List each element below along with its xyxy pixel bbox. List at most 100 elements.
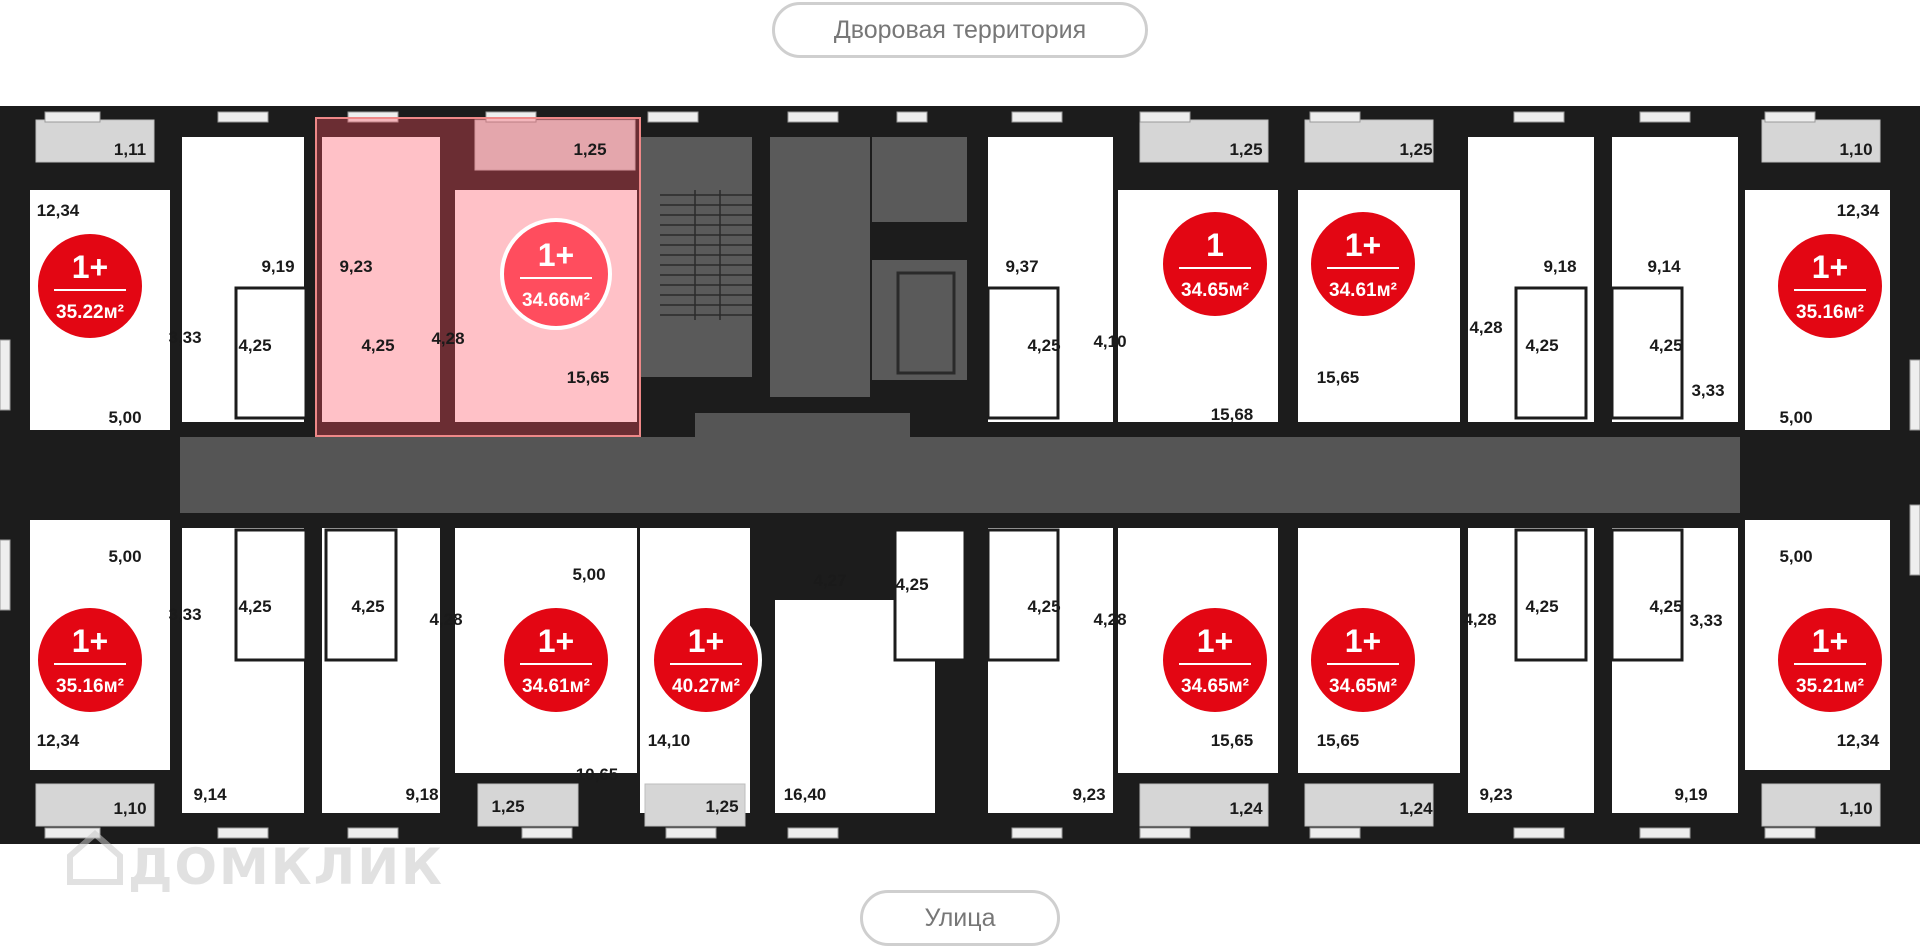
room-area-label: 5,00 (1779, 408, 1812, 427)
apartment-badge-top-4[interactable]: 1+ 34.61м² (1307, 208, 1419, 320)
badge-area: 34.65м² (1181, 280, 1249, 301)
room-area-label: 4,25 (1649, 336, 1682, 355)
badge-rooms: 1+ (538, 623, 574, 659)
room-area-label: 1,25 (1229, 140, 1262, 159)
room-area-label: 5,00 (572, 565, 605, 584)
room-area-label: 12,34 (37, 201, 80, 220)
room-area-label: 12,34 (1837, 201, 1880, 220)
badge-rooms: 1+ (72, 249, 108, 285)
room-area-label: 5,00 (108, 547, 141, 566)
room-area-label: 4,28 (1093, 610, 1126, 629)
room-area-label: 3,33 (168, 328, 201, 347)
badge-rooms: 1+ (1812, 623, 1848, 659)
room-area-label: 12,34 (1837, 731, 1880, 750)
room-area-label: 5,00 (108, 408, 141, 427)
badge-area: 35.22м² (56, 302, 124, 323)
room-area-label: 4,25 (238, 336, 271, 355)
apartment-badge-top-5[interactable]: 1+ 35.16м² (1774, 230, 1886, 342)
badge-area: 34.61м² (522, 676, 590, 697)
room-area-label: 3,33 (168, 605, 201, 624)
street-label-text: Улица (924, 903, 996, 932)
badge-circle (1307, 604, 1419, 716)
badge-circle (1774, 604, 1886, 716)
badge-rooms: 1+ (1345, 227, 1381, 263)
room-area-label: 1,10 (113, 799, 146, 818)
room-area-label: 15,68 (1211, 405, 1254, 424)
lobby (695, 413, 910, 453)
room-area-label: 15,65 (1211, 731, 1254, 750)
badge-area: 34.61м² (1329, 280, 1397, 301)
room-area-label: 4,25 (351, 597, 384, 616)
room-area-label: 1,25 (705, 797, 738, 816)
room-area-label: 9,37 (1005, 257, 1038, 276)
room-area-label: 1,25 (1399, 140, 1432, 159)
bathrooms (234, 286, 1684, 662)
apartment-badge-top-3[interactable]: 134.65м² (1159, 208, 1271, 320)
room-area-label: 9,18 (1543, 257, 1576, 276)
room-area-label: 9,18 (405, 785, 438, 804)
badge-circle (500, 218, 612, 330)
watermark-text: ДОМКЛИК (128, 838, 444, 896)
room-area-label: 9,19 (1674, 785, 1707, 804)
room-area-label: 1,24 (1229, 799, 1263, 818)
room-area-label: 4,28 (1469, 318, 1502, 337)
yard-label: Дворовая территория (772, 2, 1148, 58)
badge-area: 40.27м² (672, 676, 740, 697)
badge-rooms: 1+ (1197, 623, 1233, 659)
apartment-badge-bot-5[interactable]: 1+ 34.65м² (1307, 604, 1419, 716)
room-area-label: 16,40 (784, 785, 827, 804)
badge-rooms: 1+ (1812, 249, 1848, 285)
room-area-label: 9,14 (1647, 257, 1681, 276)
stair-core (640, 137, 967, 397)
apartment-badge-bot-4[interactable]: 1+ 34.65м² (1159, 604, 1271, 716)
room-area-label: 1,25 (573, 140, 606, 159)
apartment-badges: 1+ 35.22м² 1+ 34.66м² 134.65м² 1+ 34.61м² 1+ 35.… (34, 208, 1886, 716)
badge-area: 35.21м² (1796, 676, 1864, 697)
apartment-badge-bot-1[interactable]: 1+ 35.16м² (34, 604, 146, 716)
apartment-badge-bot-2[interactable]: 1+ 34.61м² (500, 604, 612, 716)
room-area-label: 15,65 (567, 368, 610, 387)
room-area-label: 4,28 (429, 610, 462, 629)
badge-rooms: 1+ (1345, 623, 1381, 659)
badge-area: 34.65м² (1181, 676, 1249, 697)
yard-label-text: Дворовая территория (833, 15, 1087, 44)
room-area-label: 9,14 (193, 785, 227, 804)
badge-circle (1774, 230, 1886, 342)
badge-area: 34.66м² (522, 290, 590, 311)
street-label: Улица (860, 890, 1060, 946)
room-area-label: 9,19 (261, 257, 294, 276)
room-area-label: 4,25 (1525, 597, 1558, 616)
apartment-badge-top-2[interactable]: 1+ 34.66м² (500, 218, 612, 330)
room-area-label: 1,25 (491, 797, 524, 816)
badge-area: 35.16м² (56, 676, 124, 697)
badge-circle (1159, 604, 1271, 716)
badge-area: 35.16м² (1796, 302, 1864, 323)
room-area-label: 9,23 (339, 257, 372, 276)
room-area-label: 1,24 (1399, 799, 1433, 818)
room-area-label: 4,25 (1027, 336, 1060, 355)
room-area-label: 1,10 (1839, 799, 1872, 818)
badge-circle (1307, 208, 1419, 320)
badge-rooms: 1+ (538, 237, 574, 273)
badge-circle (650, 604, 762, 716)
apartment-badge-top-1[interactable]: 1+ 35.22м² (34, 230, 146, 342)
room-area-label: 15,65 (1317, 368, 1360, 387)
room-area-label: 3,33 (1691, 381, 1724, 400)
room-area-label: 4,25 (1525, 336, 1558, 355)
room-area-label: 4,25 (1649, 597, 1682, 616)
apartment-badge-bot-3[interactable]: 1+40.27м² (650, 604, 762, 716)
balconies (35, 119, 1881, 827)
room-area-label: 4,27 (813, 571, 846, 590)
badge-circle (34, 230, 146, 342)
room-area-label: 5,00 (1779, 547, 1812, 566)
room-area-label: 4,28 (1463, 610, 1496, 629)
badge-rooms: 1+ (72, 623, 108, 659)
room-area-label: 3,33 (1689, 611, 1722, 630)
apartment-badge-bot-6[interactable]: 1+ 35.21м² (1774, 604, 1886, 716)
badge-area: 34.65м² (1329, 676, 1397, 697)
room-area-label: 4,25 (1027, 597, 1060, 616)
room-area-label: 4,25 (895, 575, 928, 594)
badge-circle (1159, 208, 1271, 320)
